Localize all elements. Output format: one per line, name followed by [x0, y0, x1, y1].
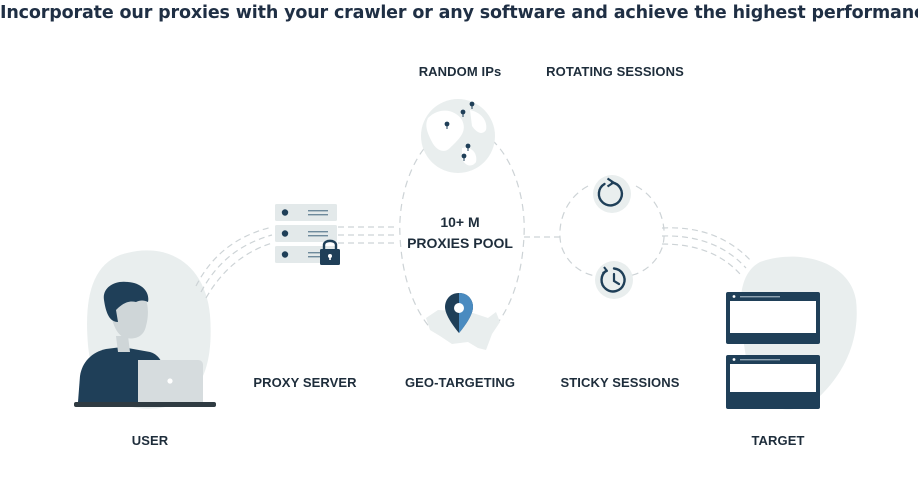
browser-window-icon	[726, 355, 820, 409]
proxies-pool-label: 10+ M PROXIES POOL	[390, 212, 530, 254]
label-rotating-sessions: ROTATING SESSIONS	[546, 64, 684, 79]
browser-window-icon	[726, 292, 820, 344]
label-proxy-server: PROXY SERVER	[253, 375, 357, 390]
laptop-icon	[74, 360, 216, 407]
label-target: TARGET	[751, 433, 805, 448]
lock-icon	[320, 239, 340, 265]
map-pin-icon	[445, 293, 473, 333]
pool-ring	[399, 139, 525, 331]
connector-user-server	[195, 226, 273, 299]
us-map-icon	[426, 310, 500, 350]
sessions-ring	[559, 185, 665, 277]
connector-server-pool	[338, 226, 398, 244]
label-sticky-sessions: STICKY SESSIONS	[560, 375, 680, 390]
label-random-ips: RANDOM IPs	[418, 64, 502, 79]
label-user: USER	[131, 433, 169, 448]
connector-sessions-target	[661, 227, 753, 275]
label-geo-targeting: GEO-TARGETING	[404, 375, 516, 390]
rotate-arrow-icon	[593, 175, 631, 213]
pool-title: PROXIES POOL	[407, 235, 513, 251]
globe-with-pins-icon	[421, 99, 495, 173]
pool-count: 10+ M	[440, 214, 480, 230]
page-headline: Incorporate our proxies with your crawle…	[0, 3, 918, 23]
clock-icon	[595, 261, 633, 299]
